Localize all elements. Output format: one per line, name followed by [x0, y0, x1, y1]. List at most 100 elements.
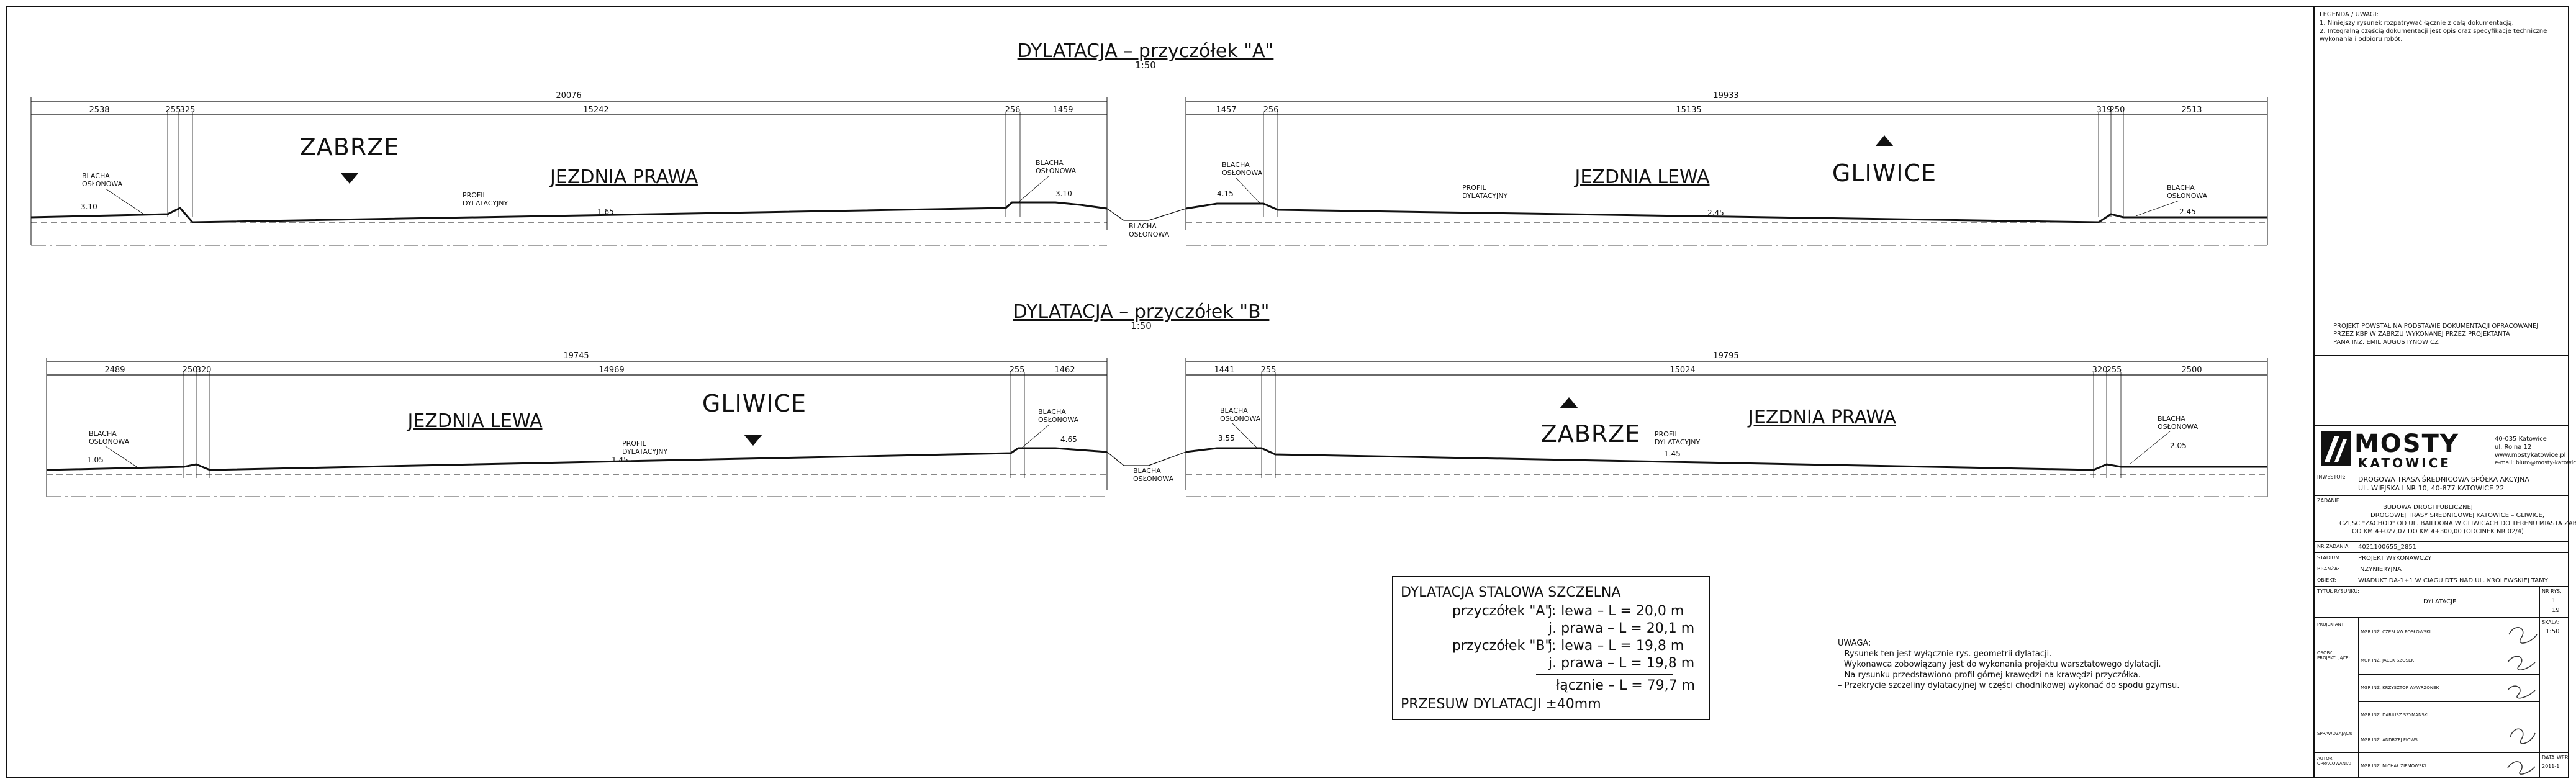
- person-role: OSOBY PROJEKTUJĄCE:: [2317, 651, 2350, 660]
- city-label: ZABRZE: [1541, 420, 1641, 448]
- label: PROFIL: [622, 439, 647, 448]
- scale-label: SKALA:: [2542, 620, 2560, 625]
- bridge-expansion-drawing: DYLATACJA – przyczółek "A" 1:50 20076 25…: [6, 6, 2313, 778]
- person-role: AUTOR OPRACOWANIA:: [2317, 756, 2352, 766]
- label: OSŁONOWA: [1222, 169, 1263, 177]
- label: PROFIL: [1655, 430, 1679, 438]
- dim: 14969: [599, 366, 624, 375]
- stamp-line: PRZEZ KBP W ZABRZU WYKONANEJ PRZEZ PROJE…: [2333, 331, 2510, 338]
- company-addr: e-mail: biuro@mosty-katowice.pl: [2495, 460, 2576, 466]
- dim: 255: [2107, 366, 2122, 375]
- slope-label: 2.05: [2170, 441, 2187, 450]
- label: OSŁONOWA: [1036, 167, 1077, 175]
- label: BLACHA: [1038, 408, 1066, 416]
- dim: 250: [2110, 106, 2125, 115]
- label: BLACHA: [89, 430, 117, 438]
- company-name: MOSTY: [2354, 430, 2459, 458]
- branch-label: BRANŻA:: [2317, 566, 2339, 572]
- sheet-label: NR RYS.: [2542, 588, 2562, 594]
- label: BLACHA: [1222, 161, 1250, 169]
- city-label: GLIWICE: [1832, 160, 1937, 187]
- dim: 2513: [2181, 106, 2202, 115]
- stage-label: STADIUM:: [2317, 555, 2341, 561]
- legend-line: 1. Niniejszy rysunek rozpatrywać łącznie…: [2320, 20, 2514, 27]
- summary-b-label: przyczółek "B":: [1452, 638, 1556, 654]
- signatures: [2507, 627, 2538, 775]
- project-line: CZĘŚĆ "ZACHÓD" OD UL. BAILDONA W GLIWICA…: [2339, 520, 2576, 527]
- sheet-value: 1: [2552, 597, 2556, 604]
- company-sub: KATOWICE: [2358, 456, 2451, 471]
- person-role: SPRAWDZAJĄCY:: [2317, 731, 2352, 736]
- summary-b-left: j. lewa – L = 19,8 m: [1548, 638, 1684, 654]
- label: OSŁONOWA: [1133, 475, 1174, 483]
- person-name: MGR INŻ. JACEK SZOSEK: [2361, 658, 2415, 663]
- dim: 320: [196, 366, 212, 375]
- label: BLACHA: [1036, 159, 1064, 167]
- scale-value: 1:50: [2546, 628, 2560, 635]
- summary-heading: DYLATACJA STALOWA SZCZELNA: [1401, 585, 1621, 600]
- company-addr: www.mostykatowice.pl: [2495, 452, 2566, 459]
- archive-value: 4021100655_2851: [2358, 544, 2417, 551]
- label: BLACHA: [82, 172, 110, 180]
- road-label: JEZDNIA PRAWA: [1747, 407, 1896, 428]
- person-role: PROJEKTANT:: [2317, 622, 2345, 627]
- summary-total: łącznie – L = 79,7 m: [1556, 678, 1696, 693]
- slope-label: 1.45: [612, 456, 628, 464]
- section-a-title: DYLATACJA – przyczółek "A": [1018, 40, 1274, 62]
- archive-label: NR ZADANIA:: [2317, 544, 2350, 549]
- date-value: 2011-1: [2542, 764, 2560, 769]
- city-label: ZABRZE: [300, 133, 400, 161]
- dim: 255: [166, 106, 181, 115]
- slope-label: 2.45: [2179, 207, 2196, 216]
- object-value: WIADUKT DA-1+1 W CIĄGU DTŚ NAD UL. KRÓLE…: [2358, 577, 2548, 584]
- dim: 250: [183, 366, 198, 375]
- summary-shift: PRZESUW DYLATACJI ±40mm: [1401, 696, 1601, 712]
- slope-label: 4.15: [1217, 189, 1234, 198]
- dim: 1441: [1214, 366, 1234, 375]
- drawing-title: DYLATACJE: [2423, 598, 2457, 605]
- person-name: MGR INŻ. MICHAŁ ZIEMOWSKI: [2361, 764, 2426, 768]
- title-block: LEGENDA / UWAGI: 1. Niniejszy rysunek ro…: [2313, 6, 2576, 778]
- dim: 2538: [89, 106, 109, 115]
- notes-line: – Rysunek ten jest wyłącznie rys. geomet…: [1838, 649, 2052, 659]
- road-label: JEZDNIA LEWA: [1573, 166, 1709, 188]
- summary-a-left: j. lewa – L = 20,0 m: [1548, 603, 1684, 619]
- summary-a-right: j. prawa – L = 20,1 m: [1548, 621, 1695, 636]
- dim: 319: [2097, 106, 2112, 115]
- person-name: MGR INŻ. DARIUSZ SZYMAŃSKI: [2361, 713, 2429, 718]
- project-label: ZADANIE:: [2317, 498, 2341, 503]
- label: BLACHA: [1133, 467, 1161, 475]
- slope-label: 3.55: [1218, 434, 1235, 443]
- legend-line: 2. Integralną częścią dokumentacji jest …: [2320, 28, 2547, 35]
- project-line: BUDOWA DROGI PUBLICZNEJ: [2383, 504, 2473, 511]
- label: BLACHA: [1220, 407, 1248, 415]
- slope-label: 1.05: [87, 456, 104, 464]
- legend-heading: LEGENDA / UWAGI:: [2320, 11, 2379, 18]
- summary-a-label: przyczółek "A":: [1452, 603, 1556, 619]
- company-addr: ul. Rolna 12: [2495, 444, 2532, 451]
- label: OSŁONOWA: [1129, 230, 1170, 238]
- label: DYLATACYJNY: [463, 199, 508, 207]
- dim-total: 19795: [1713, 351, 1738, 361]
- dim: 1459: [1052, 106, 1073, 115]
- sheet-frame: [6, 6, 2313, 778]
- label: OSŁONOWA: [1038, 416, 1079, 424]
- label: BLACHA: [2158, 415, 2185, 423]
- summary-b-right: j. prawa – L = 19,8 m: [1548, 656, 1695, 671]
- road-label: JEZDNIA LEWA: [406, 410, 542, 432]
- stamp-line: PROJEKT POWSTAŁ NA PODSTAWIE DOKUMENTACJ…: [2333, 323, 2539, 330]
- dim: 15135: [1676, 106, 1701, 115]
- date-label: DATA:: [2542, 755, 2557, 760]
- road-label: JEZDNIA PRAWA: [549, 166, 698, 188]
- label: OSŁONOWA: [2158, 423, 2199, 431]
- notes-line: – Przekrycie szczeliny dylatacyjnej w cz…: [1838, 681, 2180, 690]
- label: DYLATACYJNY: [1655, 438, 1701, 446]
- dim: 256: [1005, 106, 1021, 115]
- investor-line: UL. WIEJSKA I NR 10, 40-877 KATOWICE 22: [2358, 484, 2505, 492]
- summary-divider: [1536, 674, 1673, 675]
- section-a: DYLATACJA – przyczółek "A" 1:50 20076 25…: [30, 40, 2268, 246]
- notes-line: – Na rysunku przedstawiono profil górnej…: [1838, 670, 2141, 680]
- project-line: DROGOWEJ TRASY ŚREDNICOWEJ KATOWICE – GL…: [2370, 512, 2545, 519]
- direction-arrow-up-icon: [1875, 135, 1894, 146]
- company-addr: 40-035 Katowice: [2495, 436, 2547, 443]
